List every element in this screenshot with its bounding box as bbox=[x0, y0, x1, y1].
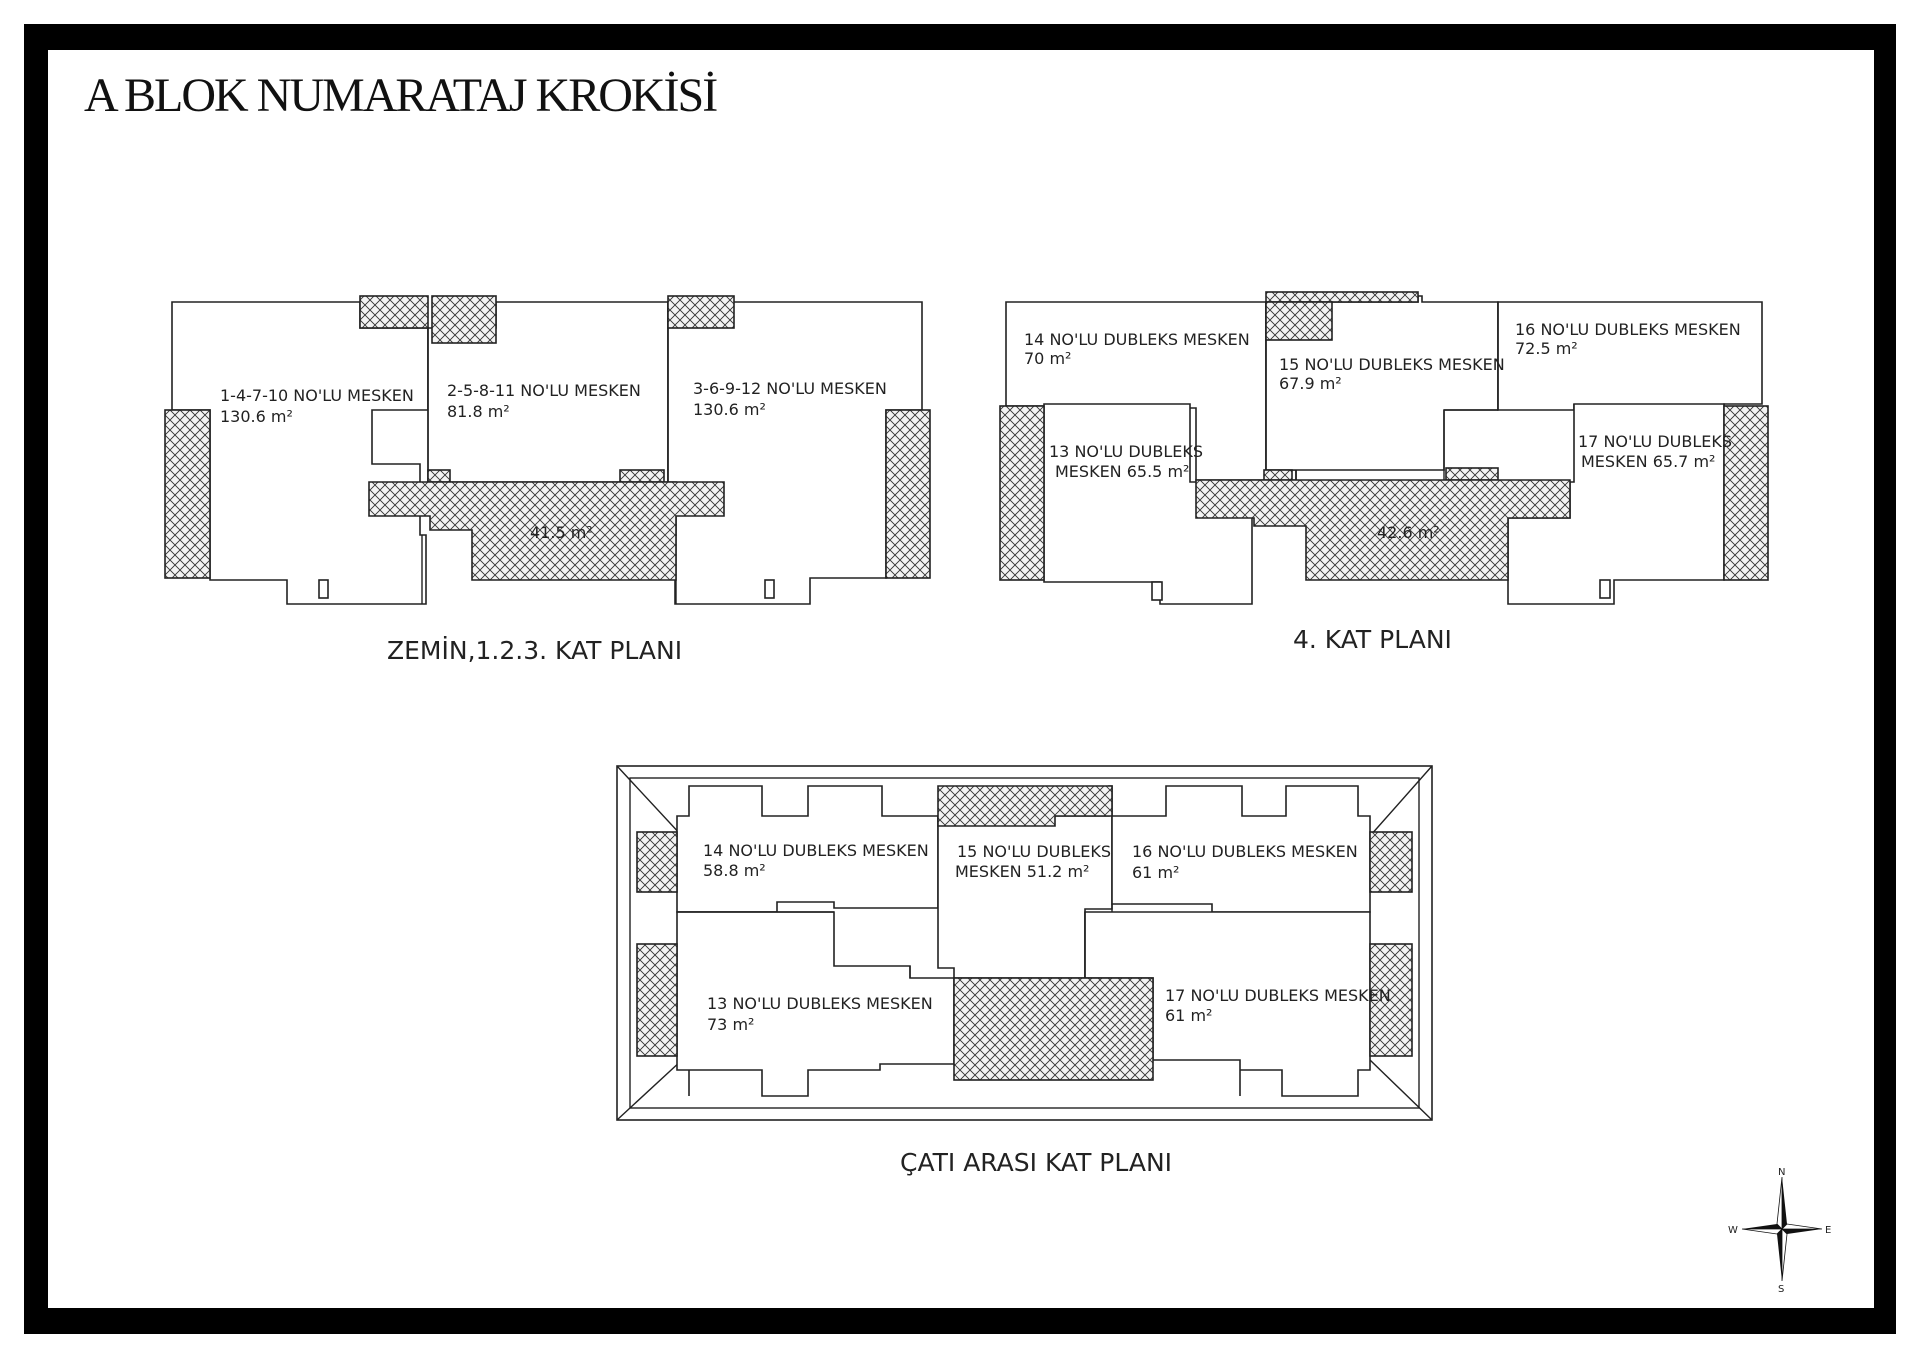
shaft-hatch bbox=[1265, 301, 1333, 341]
door-mark bbox=[1151, 581, 1163, 601]
unit-area: 61 m² bbox=[1132, 863, 1179, 882]
unit-name: 17 NO'LU DUBLEKS MESKEN bbox=[1165, 986, 1391, 1005]
plan-fourth-floor: 14 NO'LU DUBLEKS MESKEN 70 m² 15 NO'LU D… bbox=[999, 291, 1769, 654]
unit-name: 13 NO'LU DUBLEKS bbox=[1049, 442, 1203, 461]
unit-area: 61 m² bbox=[1165, 1006, 1212, 1025]
shaft-hatch bbox=[619, 469, 665, 483]
unit-area: 67.9 m² bbox=[1279, 374, 1342, 393]
compass-w-label: W bbox=[1728, 1225, 1738, 1236]
compass-e-label: E bbox=[1825, 1225, 1831, 1236]
unit-area: MESKEN 51.2 m² bbox=[955, 862, 1089, 881]
door-mark bbox=[764, 579, 775, 599]
plan-ground-floor: 1-4-7-10 NO'LU MESKEN 130.6 m² 2-5-8-11 … bbox=[164, 295, 931, 665]
compass-south bbox=[1777, 1229, 1782, 1281]
shaft-hatch bbox=[1263, 469, 1293, 481]
compass-west-light bbox=[1741, 1228, 1783, 1235]
shaft-hatch bbox=[885, 409, 931, 579]
unit-name: 16 NO'LU DUBLEKS MESKEN bbox=[1132, 842, 1358, 861]
unit-13-outline bbox=[1043, 403, 1253, 605]
shaft-hatch bbox=[1723, 405, 1769, 581]
shaft-hatch bbox=[431, 295, 497, 344]
unit-area: 130.6 m² bbox=[693, 400, 766, 419]
shaft-hatch bbox=[999, 405, 1045, 581]
plan-caption: ZEMİN,1.2.3. KAT PLANI bbox=[387, 636, 682, 665]
unit-area: MESKEN 65.7 m² bbox=[1581, 452, 1715, 471]
compass-west bbox=[1742, 1224, 1782, 1229]
shaft-hatch bbox=[359, 295, 429, 329]
unit-name: 14 NO'LU DUBLEKS MESKEN bbox=[1024, 330, 1250, 349]
shaft-hatch bbox=[1369, 943, 1413, 1057]
page-title: A BLOK NUMARATAJ KROKİSİ bbox=[84, 69, 718, 122]
unit-3-outline bbox=[667, 301, 923, 605]
unit-14-attic bbox=[676, 785, 939, 913]
door-mark bbox=[1599, 579, 1611, 599]
unit-area: 73 m² bbox=[707, 1015, 754, 1034]
unit-area: 130.6 m² bbox=[220, 407, 293, 426]
compass-east bbox=[1782, 1229, 1822, 1234]
compass-s-label: S bbox=[1778, 1284, 1784, 1295]
unit-area: 58.8 m² bbox=[703, 861, 766, 880]
unit-area: 81.8 m² bbox=[447, 402, 510, 421]
partition-fourth bbox=[1265, 302, 1499, 482]
common-area-fourth bbox=[1195, 479, 1571, 581]
plan-caption: ÇATI ARASI KAT PLANI bbox=[900, 1148, 1172, 1177]
common-area-ground bbox=[368, 481, 725, 581]
roof-inner bbox=[629, 777, 1420, 1109]
door-mark bbox=[318, 579, 329, 599]
unit-name: 16 NO'LU DUBLEKS MESKEN bbox=[1515, 320, 1741, 339]
compass-rose: N S E W bbox=[1728, 1167, 1831, 1295]
unit-area: 72.5 m² bbox=[1515, 339, 1578, 358]
shaft-hatch bbox=[1265, 291, 1419, 303]
unit-name: 1-4-7-10 NO'LU MESKEN bbox=[220, 386, 414, 405]
unit-name: 15 NO'LU DUBLEKS bbox=[957, 842, 1111, 861]
shaft-hatch bbox=[636, 831, 678, 893]
unit-name: 15 NO'LU DUBLEKS MESKEN bbox=[1279, 355, 1505, 374]
shaft-hatch bbox=[937, 785, 1113, 827]
unit-name: 2-5-8-11 NO'LU MESKEN bbox=[447, 381, 641, 400]
unit-name: 3-6-9-12 NO'LU MESKEN bbox=[693, 379, 887, 398]
shaft-hatch bbox=[427, 469, 451, 483]
unit-area: MESKEN 65.5 m² bbox=[1055, 462, 1189, 481]
plan-caption: 4. KAT PLANI bbox=[1293, 625, 1452, 654]
shaft-hatch bbox=[667, 295, 735, 329]
compass-north bbox=[1782, 1177, 1787, 1229]
unit-area: 70 m² bbox=[1024, 349, 1071, 368]
common-area-label: 42.6 m² bbox=[1377, 523, 1440, 542]
unit-name: 13 NO'LU DUBLEKS MESKEN bbox=[707, 994, 933, 1013]
unit-16-attic bbox=[1111, 785, 1371, 913]
common-area-attic bbox=[953, 977, 1154, 1081]
compass-n-label: N bbox=[1778, 1167, 1785, 1178]
shaft-hatch bbox=[1369, 831, 1413, 893]
shaft-hatch bbox=[636, 943, 678, 1057]
unit-name: 14 NO'LU DUBLEKS MESKEN bbox=[703, 841, 929, 860]
shaft-hatch bbox=[164, 409, 211, 579]
partition-attic bbox=[677, 904, 1113, 978]
partition-ground bbox=[421, 302, 677, 604]
roof-hips bbox=[616, 765, 1433, 1121]
common-area-label: 41.5 m² bbox=[530, 523, 593, 542]
plan-attic-floor: 14 NO'LU DUBLEKS MESKEN 58.8 m² 15 NO'LU… bbox=[616, 765, 1433, 1177]
unit-name: 17 NO'LU DUBLEKS bbox=[1578, 432, 1732, 451]
compass-east-light bbox=[1781, 1223, 1823, 1230]
shaft-hatch bbox=[1445, 467, 1499, 481]
